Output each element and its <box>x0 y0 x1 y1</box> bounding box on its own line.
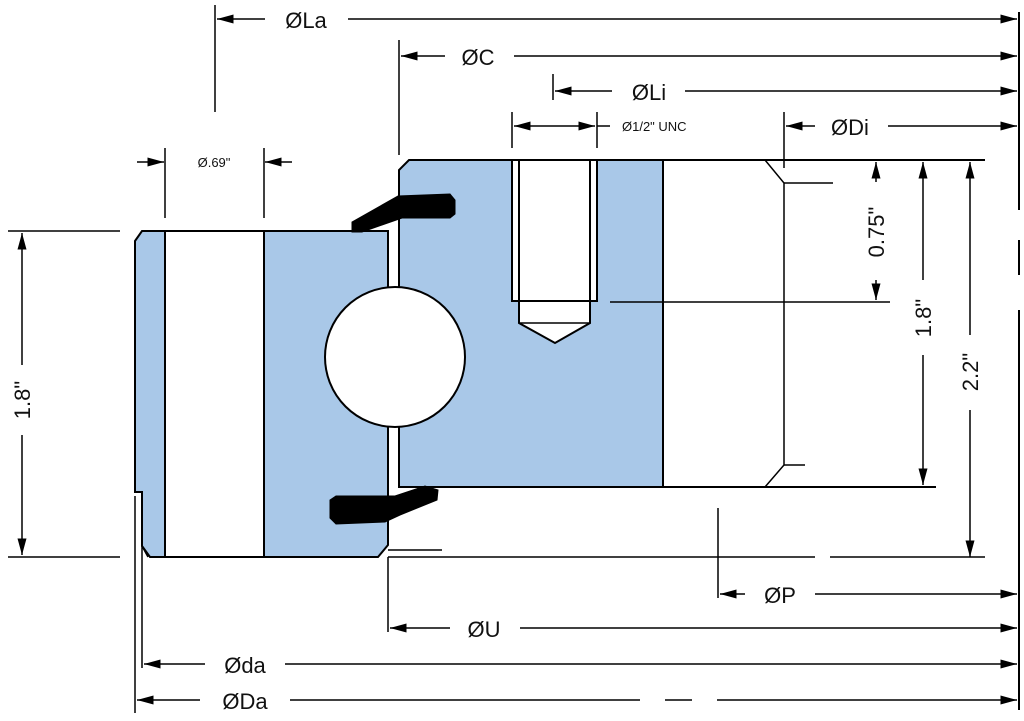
dim-Li-label: ØLi <box>632 80 666 105</box>
outer-ring <box>134 230 389 558</box>
hole-diameter-label: Ø.69" <box>198 155 231 170</box>
inner-ring-height-label: 1.8" <box>911 299 936 337</box>
dim-La-label: ØLa <box>285 8 327 33</box>
thread-spec-label: Ø1/2" UNC <box>622 119 687 134</box>
outer-mounting-hole <box>164 230 265 558</box>
thread-depth-label: 0.75" <box>864 207 889 258</box>
dim-C-label: ØC <box>462 45 495 70</box>
dim-Di-label: ØDi <box>831 115 869 140</box>
outer-ring-height-label: 1.8" <box>10 381 35 419</box>
dim-Da-label: ØDa <box>222 689 268 714</box>
drill-point <box>518 300 591 345</box>
thread-hole-inner <box>518 159 591 302</box>
ball-element <box>324 286 466 428</box>
inner-ring <box>398 159 664 488</box>
top-seal <box>351 193 456 233</box>
dim-da-label: Øda <box>224 653 266 678</box>
dim-P-label: ØP <box>764 583 796 608</box>
overall-height-label: 2.2" <box>958 353 983 391</box>
bottom-seal <box>329 485 439 525</box>
dim-U-label: ØU <box>468 617 501 642</box>
